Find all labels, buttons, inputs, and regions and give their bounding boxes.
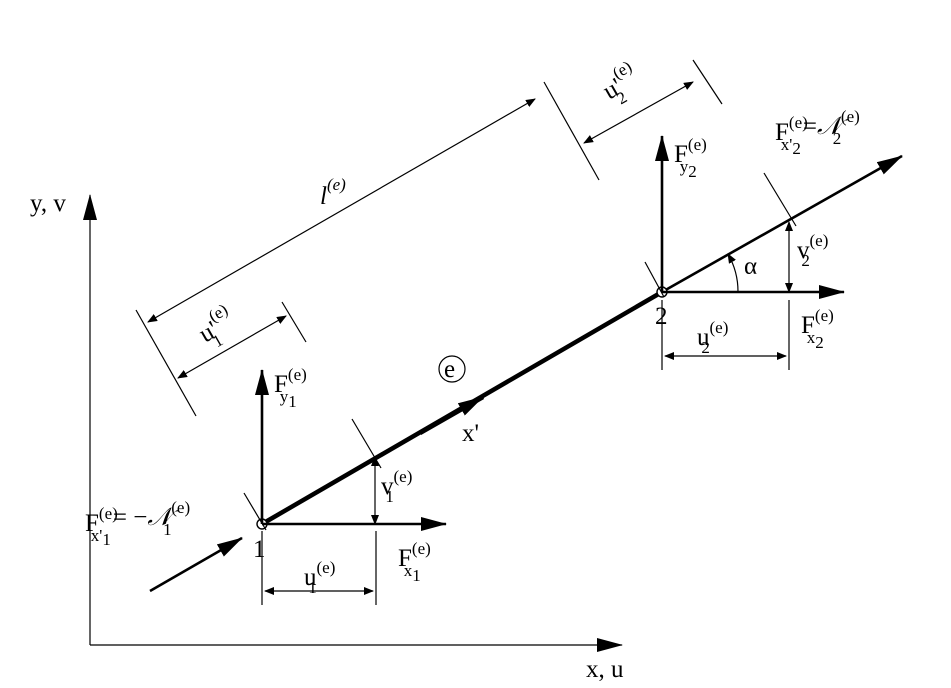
- element-tag-circle: [438, 355, 466, 383]
- local-axis-arrow: [418, 395, 485, 435]
- node1-axial-label: F(e)x'1= −𝒩(e)1: [85, 498, 190, 549]
- bar-extension: [661, 154, 903, 294]
- u2-local-ext: [692, 59, 723, 105]
- u2-local-label: u'(e)2: [595, 57, 648, 112]
- length-ext-right: [543, 81, 600, 181]
- node1-fx-label: F(e)x1: [398, 539, 431, 585]
- local-axis-label: x': [462, 420, 479, 447]
- length-ext-left: [135, 309, 197, 417]
- node2-v-label: v(e)2: [797, 231, 828, 270]
- x-axis-label: x, u: [586, 656, 624, 683]
- angle-label: α: [744, 253, 757, 280]
- v2-perp-tick: [763, 172, 797, 227]
- v1-perp-tick: [351, 418, 382, 469]
- node2-axial-label: F(e)x'2=𝒩(e)2: [775, 107, 860, 158]
- node-2-label: 2: [655, 303, 668, 330]
- node-1-label: 1: [253, 536, 266, 563]
- u1-local-label: u'(e)1: [191, 300, 244, 355]
- length-label: l(e): [320, 175, 346, 210]
- node1-perp-tick: [243, 492, 267, 531]
- u1-local-dim: [177, 315, 287, 379]
- node1-u-label: u(e)1: [304, 558, 335, 597]
- u1-local-ext: [281, 301, 307, 343]
- node1-axial-arrow: [149, 536, 243, 593]
- y-axis-label: y, v: [30, 190, 66, 217]
- node1-v-label: v(e)1: [381, 467, 412, 506]
- node1-fy-label: F(e)y1: [274, 365, 307, 411]
- length-dim-line: [147, 98, 536, 323]
- node2-perp-tick: [644, 261, 665, 298]
- node2-fx-label: F(e)x2: [801, 306, 834, 352]
- u2-local-dim: [583, 81, 694, 144]
- node2-fy-label: F(e)y2: [674, 135, 707, 181]
- angle-arc: [727, 253, 739, 293]
- node2-u-label: u(e)2: [697, 318, 728, 357]
- element-tag: e: [444, 356, 455, 383]
